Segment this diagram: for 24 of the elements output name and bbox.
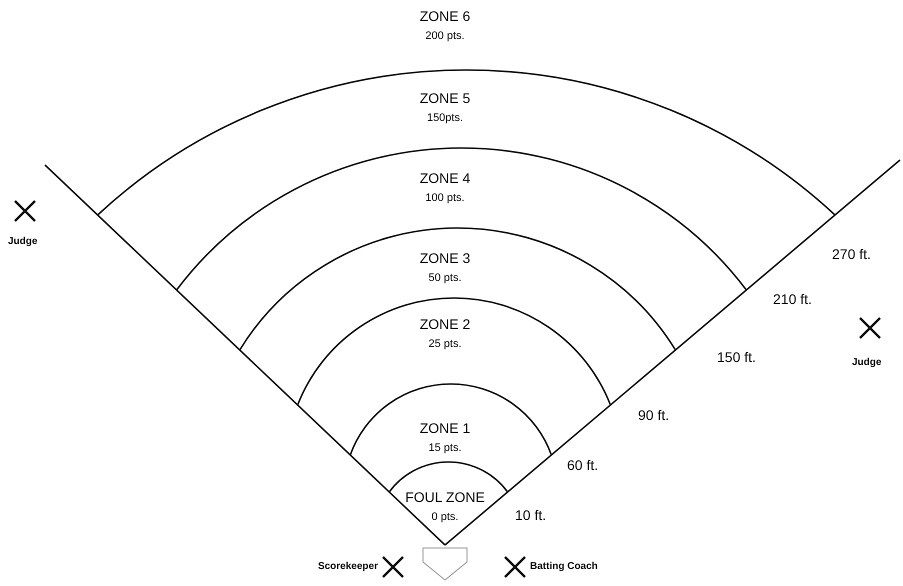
distance-label: 10 ft. bbox=[515, 507, 546, 523]
zone-points: 200 pts. bbox=[425, 29, 465, 43]
zone-name: ZONE 5 bbox=[420, 90, 470, 107]
zone-points: 50 pts. bbox=[428, 271, 462, 285]
zone-points: 150pts. bbox=[426, 111, 464, 125]
zone-name: ZONE 4 bbox=[420, 170, 470, 187]
zone-name: ZONE 6 bbox=[420, 8, 470, 25]
position-label: Judge bbox=[8, 236, 38, 247]
zone-points: 15 pts. bbox=[428, 441, 462, 455]
position-label: Judge bbox=[852, 357, 882, 368]
zone-name: ZONE 1 bbox=[420, 420, 470, 437]
zone-name: ZONE 3 bbox=[420, 250, 470, 267]
zone-points: 100 pts. bbox=[425, 191, 465, 205]
distance-label: 210 ft. bbox=[773, 291, 812, 307]
zone-name: FOUL ZONE bbox=[405, 489, 485, 506]
zone-points: 25 pts. bbox=[428, 337, 462, 351]
position-label: Batting Coach bbox=[530, 561, 598, 572]
distance-label: 90 ft. bbox=[638, 407, 670, 423]
position-label: Scorekeeper bbox=[318, 561, 378, 572]
zone-points: 0 pts. bbox=[432, 510, 458, 524]
distance-label: 270 ft. bbox=[832, 246, 871, 262]
zone-name: ZONE 2 bbox=[420, 316, 470, 333]
distance-label: 60 ft. bbox=[567, 457, 598, 473]
distance-label: 150 ft. bbox=[717, 349, 756, 365]
